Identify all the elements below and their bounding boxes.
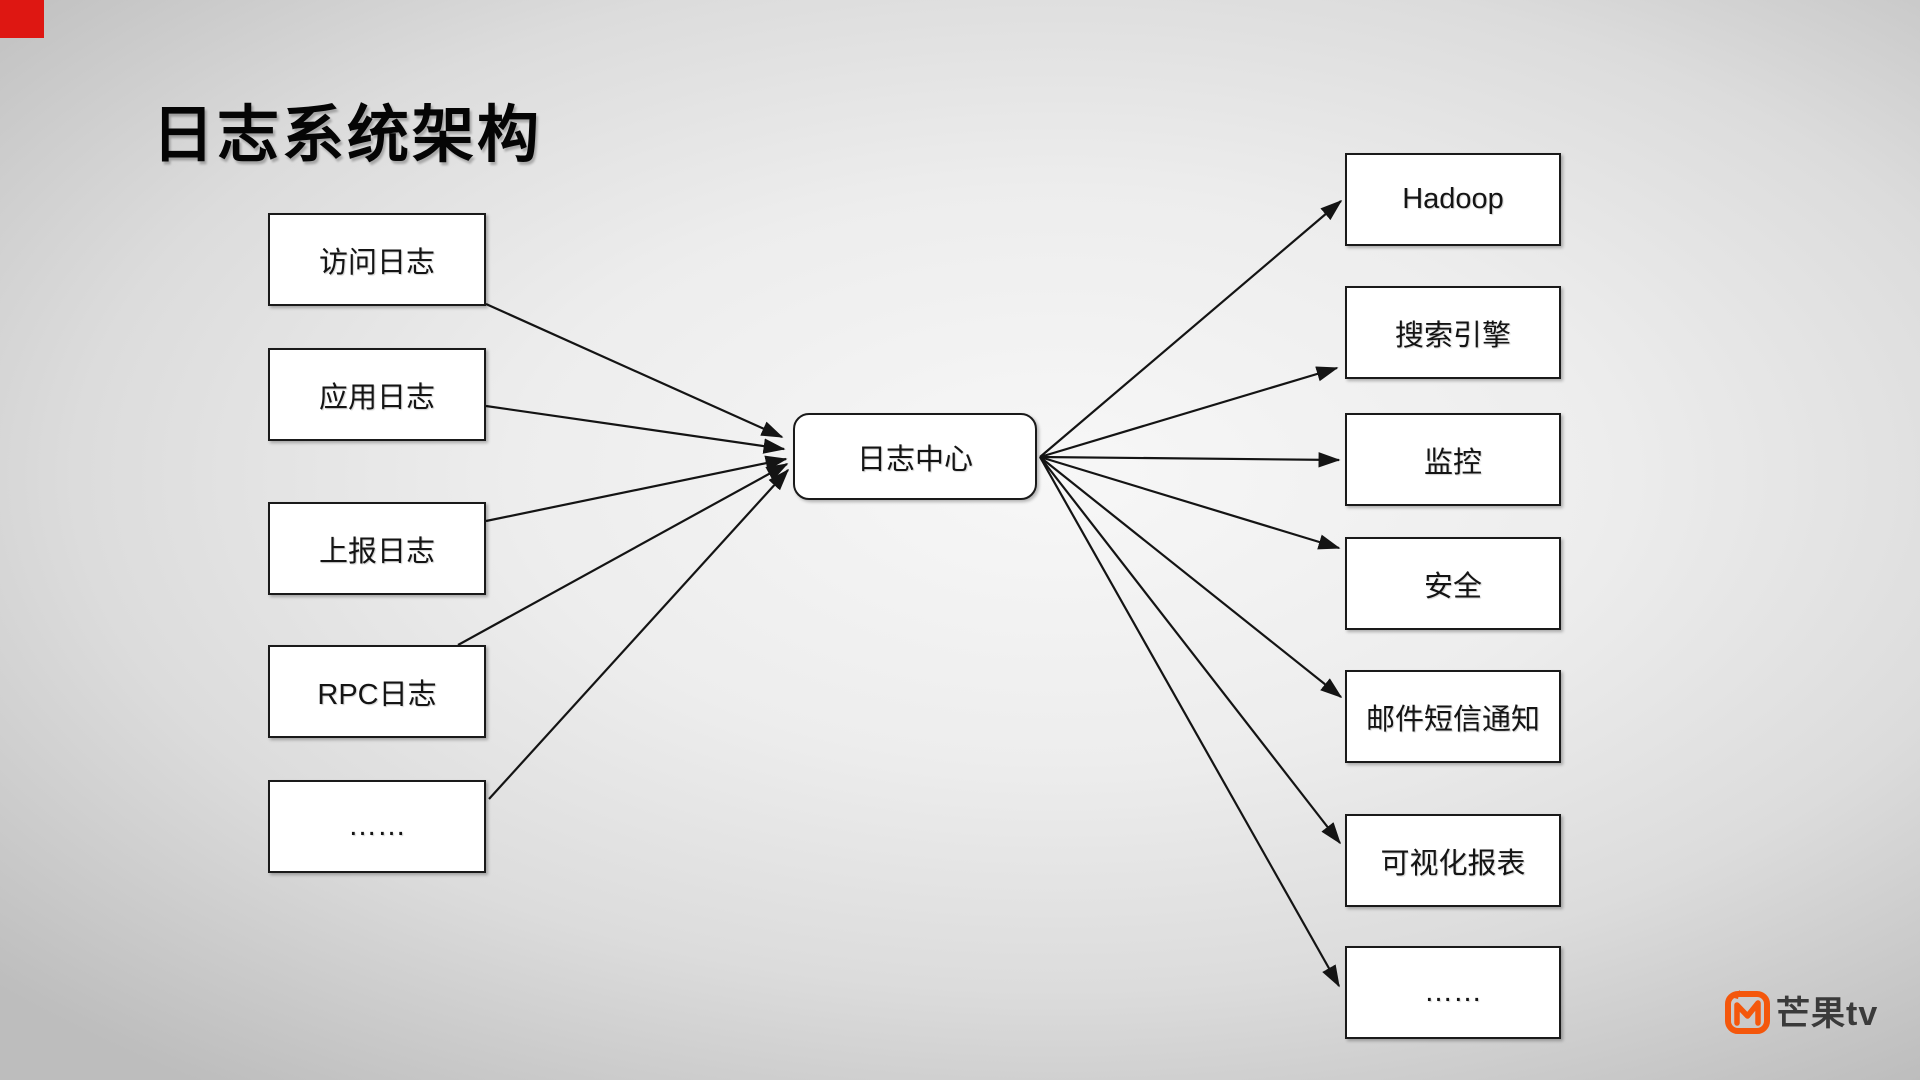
target-mail-sms-notify: 邮件短信通知 xyxy=(1345,670,1561,763)
target-visual-report-label: 可视化报表 xyxy=(1380,847,1526,880)
edge-hub-to-security xyxy=(1039,455,1341,550)
target-more-label: …… xyxy=(1424,976,1482,1008)
source-access-log-label: 访问日志 xyxy=(318,246,435,279)
edge-rpc-log-to-hub xyxy=(457,463,789,646)
edge-app-log-to-hub xyxy=(485,404,786,454)
target-security: 安全 xyxy=(1345,537,1561,630)
source-more: …… xyxy=(268,780,486,873)
source-more-label: …… xyxy=(348,810,406,842)
target-more: …… xyxy=(1345,946,1561,1039)
target-search-engine: 搜索引擎 xyxy=(1345,286,1561,379)
mgtv-logo: 芒果tv xyxy=(1725,986,1878,1035)
edge-hub-to-monitoring xyxy=(1039,452,1341,468)
target-security-label: 安全 xyxy=(1423,570,1482,603)
edge-hub-to-search-engine xyxy=(1039,366,1339,459)
target-mail-sms-notify-label: 邮件短信通知 xyxy=(1365,703,1540,736)
source-access-log: 访问日志 xyxy=(268,213,486,306)
target-hadoop-label: Hadoop xyxy=(1402,183,1504,215)
corner-accent xyxy=(0,0,44,38)
target-search-engine-label: 搜索引擎 xyxy=(1394,319,1511,352)
source-app-log: 应用日志 xyxy=(268,348,486,441)
mgtv-logo-icon xyxy=(1725,989,1770,1034)
edge-hub-to-mail-sms-notify xyxy=(1039,456,1343,698)
edge-report-log-to-hub xyxy=(485,455,788,523)
edge-hub-to-more-targets xyxy=(1039,456,1340,988)
edge-hub-to-visual-report xyxy=(1039,456,1341,845)
source-app-log-label: 应用日志 xyxy=(318,381,435,414)
source-report-log-label: 上报日志 xyxy=(318,535,435,568)
mgtv-logo-text: 芒果tv xyxy=(1776,995,1879,1033)
page-title: 日志系统架构 xyxy=(152,102,543,170)
target-monitoring-label: 监控 xyxy=(1423,446,1482,479)
target-visual-report: 可视化报表 xyxy=(1345,814,1561,907)
source-rpc-log: RPC日志 xyxy=(268,645,486,738)
target-monitoring: 监控 xyxy=(1345,413,1561,506)
edge-access-log-to-hub xyxy=(485,302,784,439)
edge-hub-to-hadoop xyxy=(1039,200,1343,458)
hub-log-center: 日志中心 xyxy=(793,413,1037,500)
edge-more-sources-to-hub xyxy=(488,468,790,800)
source-rpc-log-label: RPC日志 xyxy=(317,678,437,711)
hub-log-center-label: 日志中心 xyxy=(856,443,973,476)
target-hadoop: Hadoop xyxy=(1345,153,1561,246)
source-report-log: 上报日志 xyxy=(268,502,486,595)
